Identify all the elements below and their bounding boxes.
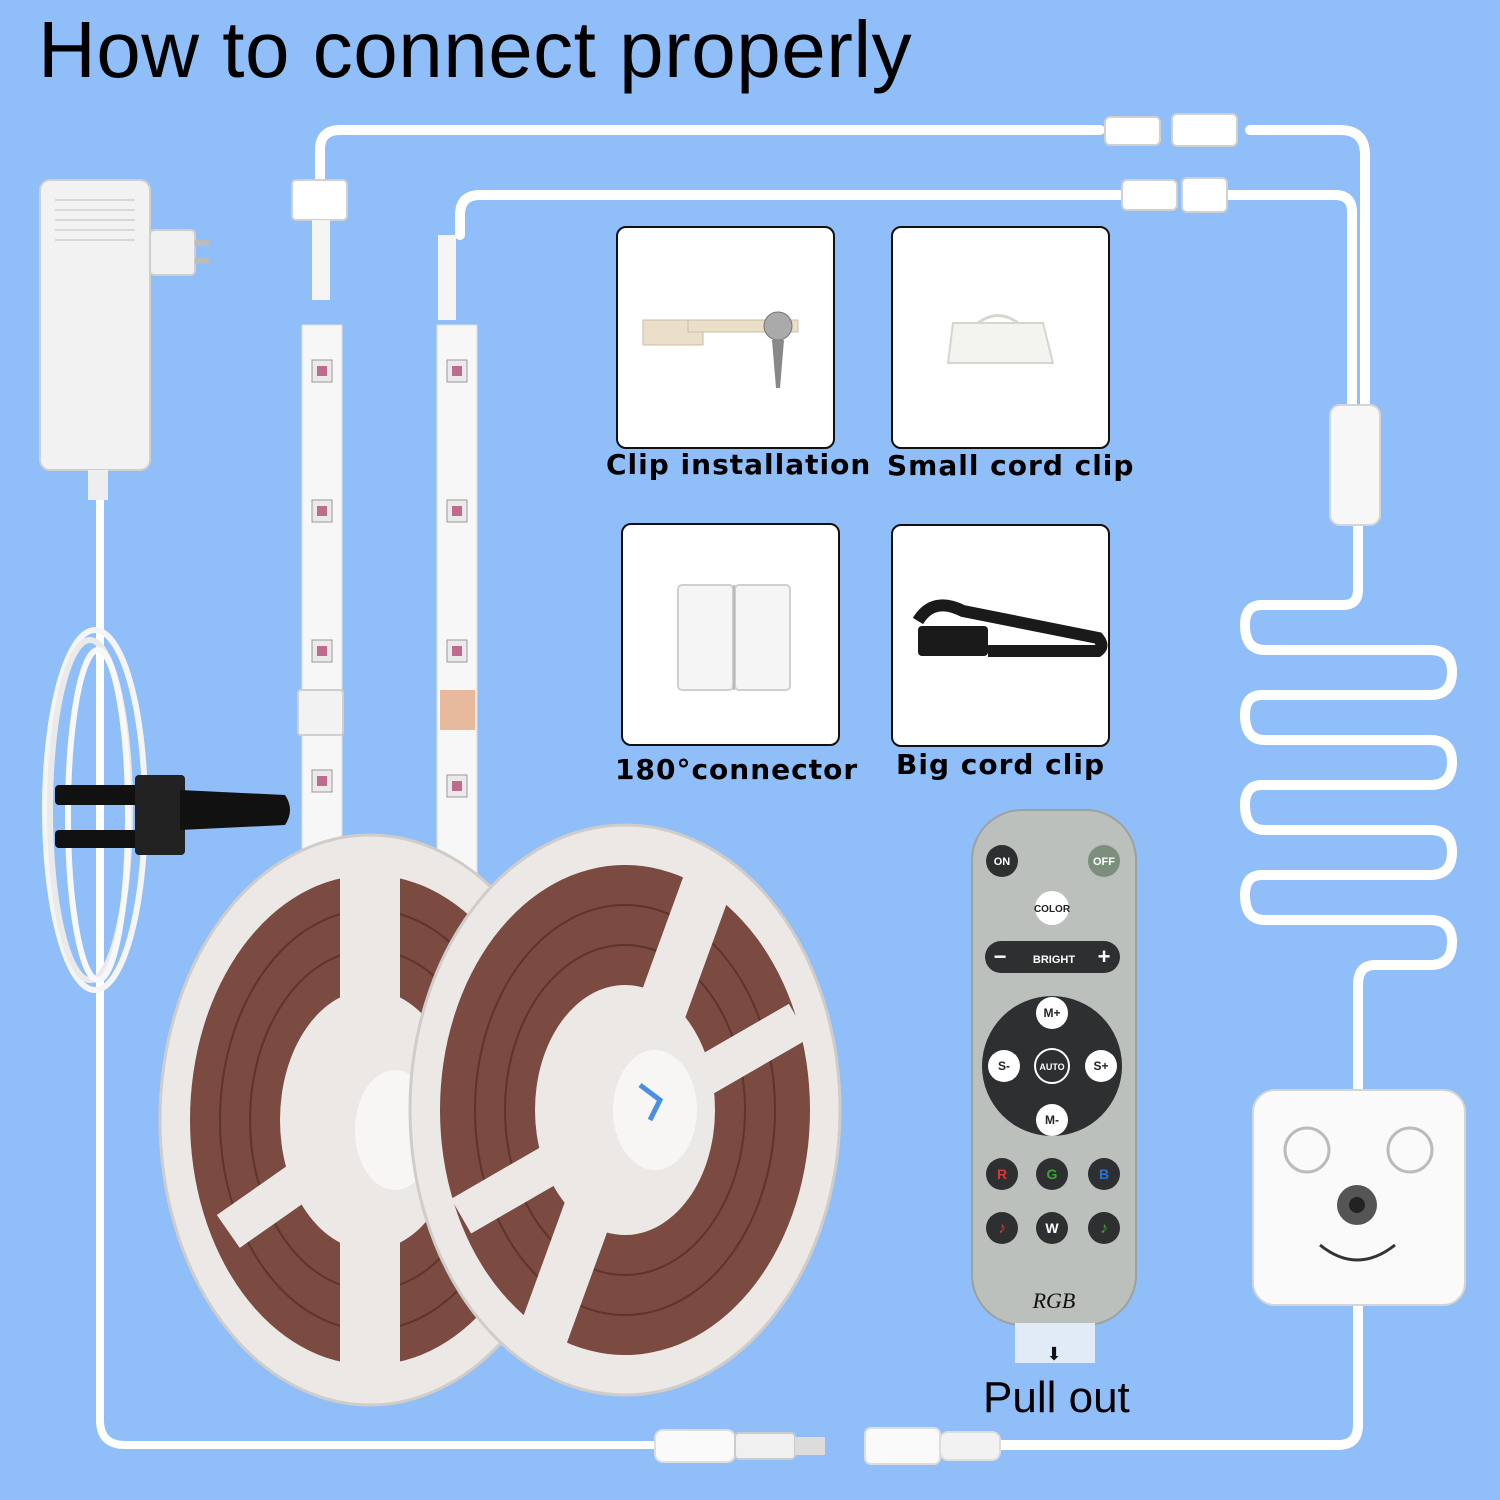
page-title: How to connect properly (38, 5, 913, 94)
brightness-bar[interactable] (985, 941, 1120, 973)
music-1-button[interactable] (986, 1212, 1018, 1244)
mounting-clip-icon (642, 311, 799, 388)
led-chip-core (452, 506, 462, 516)
down-arrow-icon: ⬇ (1046, 1344, 1061, 1364)
red-button[interactable] (986, 1158, 1018, 1190)
led-chip-core (452, 781, 462, 791)
color-label: COLOR (1034, 904, 1071, 915)
led-chip-core (317, 646, 327, 656)
m-plus-label: M+ (1043, 1006, 1060, 1020)
blue-button[interactable] (1088, 1158, 1120, 1190)
big-cord-clip-caption: Big cord clip (896, 748, 1105, 781)
led-chip-core (317, 506, 327, 516)
top-connectors (291, 113, 1238, 221)
clip-installation-card (616, 226, 835, 449)
power-adapter (39, 179, 210, 500)
white-button[interactable] (1036, 1212, 1068, 1244)
off-button[interactable] (1088, 845, 1120, 877)
on-button[interactable] (986, 845, 1018, 877)
led-strip-left (297, 220, 344, 866)
s-plus-button[interactable] (1085, 1050, 1117, 1082)
dc-male-connector (654, 1429, 825, 1463)
music-red-icon: ♪ (998, 1220, 1006, 1237)
color-button[interactable] (1035, 891, 1069, 925)
green-button[interactable] (1036, 1158, 1068, 1190)
coiled-cable (42, 627, 290, 993)
cable-tie-clip-icon (912, 599, 1108, 657)
s-minus-label: S- (998, 1059, 1010, 1073)
led-chip-core (452, 366, 462, 376)
music-green-icon: ♪ (1100, 1220, 1108, 1237)
music-2-button[interactable] (1088, 1212, 1120, 1244)
led-reel-right (408, 823, 842, 1397)
brightness-minus-label: − (994, 944, 1007, 969)
red-label: R (997, 1166, 1007, 1182)
pull-out-label: Pull out (983, 1373, 1130, 1422)
led-chip-core (452, 646, 462, 656)
small-cord-clip-caption: Small cord clip (887, 449, 1135, 482)
rgb-logo: RGB (1032, 1288, 1076, 1313)
auto-label: AUTO (1039, 1062, 1064, 1072)
auto-button[interactable] (1034, 1048, 1070, 1084)
small-cord-clip-icon (946, 314, 1055, 364)
controller-box (1252, 1089, 1466, 1306)
green-label: G (1047, 1166, 1058, 1182)
led-chip-core (317, 366, 327, 376)
clip-installation-caption: Clip installation (606, 448, 872, 481)
blue-label: B (1099, 1166, 1109, 1182)
connector-180-caption: 180°connector (615, 753, 859, 786)
led-chip-core (317, 776, 327, 786)
s-plus-label: S+ (1093, 1059, 1108, 1073)
off-label: OFF (1093, 856, 1115, 868)
m-minus-label: M- (1045, 1113, 1059, 1127)
brightness-plus-label: + (1098, 944, 1111, 969)
on-label: ON (994, 856, 1011, 868)
strip-connector-icon (677, 584, 791, 691)
cable-lines (96, 125, 1458, 1450)
bright-label: BRIGHT (1033, 954, 1075, 966)
led-strip-right (436, 235, 478, 941)
small-cord-clip-card (891, 226, 1110, 449)
m-minus-button[interactable] (1036, 1104, 1068, 1136)
cable-junction (1329, 404, 1381, 526)
remote-control: ON OFF COLOR − BRIGHT + M+ M- S- S+ AUTO… (971, 809, 1137, 1364)
white-label: W (1045, 1220, 1059, 1236)
s-minus-button[interactable] (988, 1050, 1020, 1082)
m-plus-button[interactable] (1036, 997, 1068, 1029)
big-cord-clip-card (891, 524, 1110, 747)
dc-female-connector (864, 1427, 1001, 1465)
connector-180-card (621, 523, 840, 746)
